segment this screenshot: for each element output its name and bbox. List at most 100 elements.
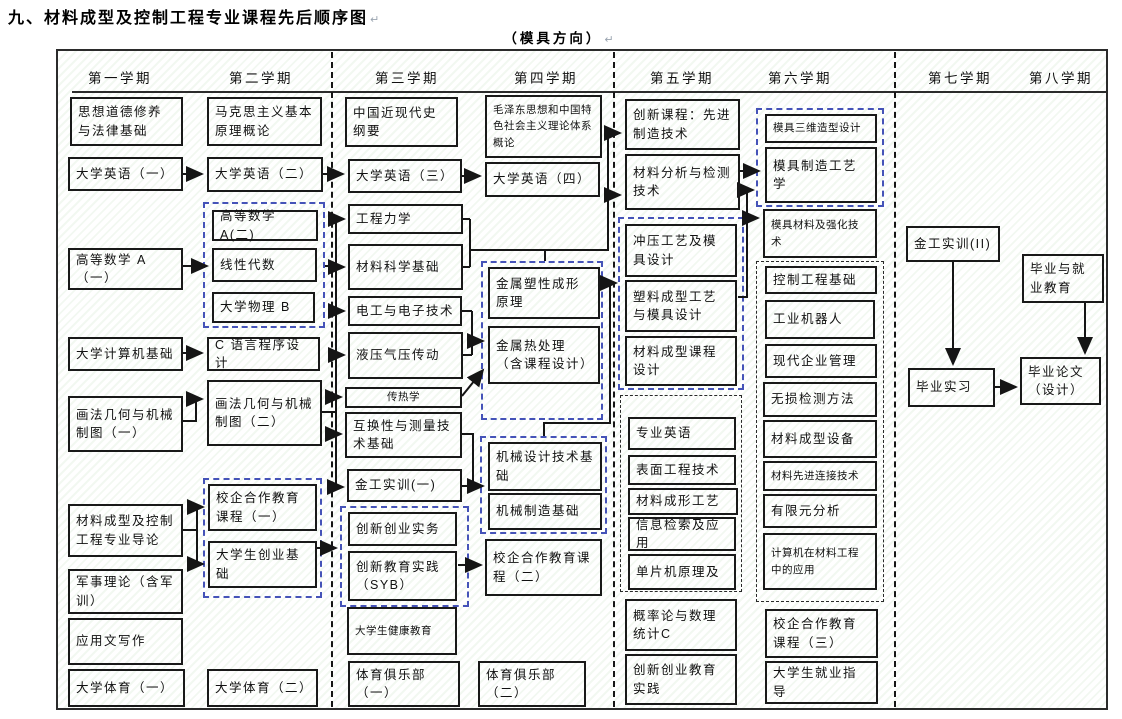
group-sem3-innovation — [340, 506, 469, 607]
course-box-c-programming: C 语言程序设计 — [207, 337, 320, 371]
semester-header-3: 第三学期 — [375, 71, 439, 86]
course-box-marxism: 马克思主义基本原理概论 — [207, 97, 322, 146]
edge — [462, 433, 474, 486]
course-box-innovation-practice: 创新创业实务 — [348, 512, 457, 546]
semester-header-6: 第六学期 — [768, 71, 832, 86]
edge — [187, 530, 205, 572]
course-box-modern-history: 中国近现代史纲要 — [345, 97, 458, 147]
page-title: 九、材料成型及控制工程专业课程先后顺序图↵ — [8, 4, 381, 28]
course-box-probability-statistics: 概率论与数理统计C — [625, 599, 737, 651]
course-box-nondestructive-testing: 无损检测方法 — [763, 382, 877, 417]
course-box-forming-equipment: 材料成型设备 — [763, 420, 877, 458]
group-sem2-coop-startup — [203, 478, 322, 598]
separator-sem6-sem7 — [894, 52, 896, 707]
course-box-practical-writing: 应用文写作 — [68, 618, 183, 665]
course-box-mao-thought: 毛泽东思想和中国特色社会主义理论体系概论 — [485, 95, 602, 158]
edge — [187, 499, 205, 530]
course-box-mcu-principles: 单片机原理及 — [628, 554, 736, 590]
course-box-innovation-advanced-manufacturing: 创新课程：先进制造技术 — [625, 99, 740, 150]
course-box-english-1: 大学英语（一） — [68, 157, 183, 191]
course-box-military-theory: 军事理论（含军训） — [68, 569, 183, 614]
course-box-graduation-employment-education: 毕业与就业教育 — [1022, 254, 1104, 303]
course-box-coop-education-1: 校企合作教育课程（一） — [208, 484, 317, 531]
course-box-enterprise-management: 现代企业管理 — [765, 344, 877, 378]
edge — [737, 182, 755, 298]
course-box-metalworking-1: 金工实训(一) — [347, 469, 462, 502]
separator-sem4-sem5 — [613, 52, 615, 707]
course-box-pe-2: 大学体育（二） — [207, 669, 318, 707]
course-box-forming-technology: 材料成形工艺 — [628, 488, 738, 515]
course-box-professional-english: 专业英语 — [628, 417, 736, 450]
course-box-graduation-internship: 毕业实习 — [908, 368, 995, 407]
course-box-health-education: 大学生健康教育 — [347, 607, 457, 655]
course-box-industrial-robots: 工业机器人 — [765, 300, 875, 339]
semester-header-2: 第二学期 — [229, 71, 293, 86]
course-box-metalworking-2: 金工实训(II) — [906, 226, 1000, 262]
course-box-forming-course-design: 材料成型课程设计 — [625, 336, 737, 386]
course-box-computer-in-materials: 计算机在材料工程中的应用 — [763, 533, 877, 590]
course-box-computer-basics: 大学计算机基础 — [68, 337, 183, 371]
course-box-metal-plastic-forming: 金属塑性成形原理 — [488, 267, 600, 319]
edge — [543, 275, 618, 436]
course-box-math-a2: 高等数学 A(二) — [212, 209, 318, 242]
course-box-hydraulic-pneumatic: 液压气压传动 — [348, 332, 463, 379]
chart-border — [56, 49, 1108, 710]
course-box-mechanical-design: 机械设计技术基础 — [488, 442, 602, 491]
semester-header-1: 第一学期 — [88, 71, 152, 86]
course-box-english-4: 大学英语（四） — [485, 162, 600, 197]
course-box-heat-treatment: 金属热处理（含课程设计） — [488, 326, 600, 384]
course-box-moral-law: 思想道德修养与法律基础 — [70, 97, 183, 146]
paragraph-mark-icon: ↵ — [370, 14, 382, 26]
course-box-english-3: 大学英语（三） — [348, 159, 462, 193]
paragraph-mark-icon: ↵ — [604, 34, 617, 46]
course-box-material-analysis: 材料分析与检测技术 — [625, 154, 740, 210]
group-sem6-electives — [756, 261, 884, 602]
course-box-startup-basics: 大学生创业基础 — [208, 541, 317, 588]
course-box-physics-b: 大学物理 B — [212, 292, 315, 323]
group-sem5-electives — [620, 395, 742, 592]
course-box-innovation-education-syb: 创新教育实践（SYB） — [348, 551, 457, 601]
semester-header-4: 第四学期 — [514, 71, 578, 86]
semester-header-8: 第八学期 — [1029, 71, 1093, 86]
course-box-career-guidance: 大学生就业指导 — [765, 661, 878, 704]
group-sem5-mold-design — [618, 217, 744, 390]
course-box-advanced-joining: 材料先进连接技术 — [763, 461, 877, 491]
edge — [461, 368, 485, 397]
course-box-surface-engineering: 表面工程技术 — [628, 455, 736, 485]
course-box-engineering-mechanics: 工程力学 — [348, 204, 463, 234]
course-box-control-engineering: 控制工程基础 — [765, 266, 877, 294]
course-box-electrical-electronics: 电工与电子技术 — [348, 296, 462, 326]
course-box-drawing-1: 画法几何与机械制图（一） — [68, 396, 183, 452]
course-box-mold-materials: 模具材料及强化技术 — [763, 209, 877, 258]
page-title-text: 九、材料成型及控制工程专业课程先后顺序图 — [8, 10, 369, 27]
course-box-information-retrieval: 信息检索及应用 — [628, 517, 736, 551]
course-box-mechanical-manufacturing: 机械制造基础 — [488, 493, 602, 530]
course-box-mold-3d-design: 模具三维造型设计 — [765, 114, 877, 143]
edge — [183, 391, 204, 422]
course-box-sports-club-1: 体育俱乐部（一） — [348, 661, 460, 707]
separator-sem2-sem3 — [331, 52, 333, 707]
course-box-plastic-mold-design: 塑料成型工艺与模具设计 — [625, 280, 737, 332]
course-box-pe-1: 大学体育（一） — [68, 669, 185, 707]
course-box-stamping-die-design: 冲压工艺及模具设计 — [625, 224, 737, 277]
course-box-interchangeability: 互换性与测量技术基础 — [345, 412, 462, 458]
course-box-english-2: 大学英语（二） — [207, 157, 323, 192]
course-box-material-science: 材料科学基础 — [348, 244, 463, 290]
course-box-sports-club-2: 体育俱乐部（二） — [478, 661, 586, 707]
course-box-major-intro: 材料成型及控制工程专业导论 — [68, 504, 183, 557]
course-box-innovation-entrepreneurship-practice: 创新创业教育实践 — [625, 654, 737, 705]
chart-subtitle-text: （模具方向） — [503, 31, 603, 46]
group-sem6-mold — [756, 108, 884, 207]
course-box-graduation-thesis: 毕业论文（设计） — [1020, 357, 1101, 405]
course-box-coop-education-3: 校企合作教育课程（三） — [765, 609, 878, 658]
course-box-mold-manufacturing-technology: 模具制造工艺学 — [765, 147, 877, 203]
header-underline — [72, 91, 1106, 93]
course-box-drawing-2: 画法几何与机械制图（二） — [207, 380, 322, 446]
semester-header-7: 第七学期 — [928, 71, 992, 86]
course-box-heat-transfer: 传热学 — [345, 387, 462, 408]
course-box-finite-element-analysis: 有限元分析 — [763, 494, 877, 528]
course-box-linear-algebra: 线性代数 — [212, 248, 317, 282]
course-box-coop-education-2: 校企合作教育课程（二） — [485, 539, 602, 596]
